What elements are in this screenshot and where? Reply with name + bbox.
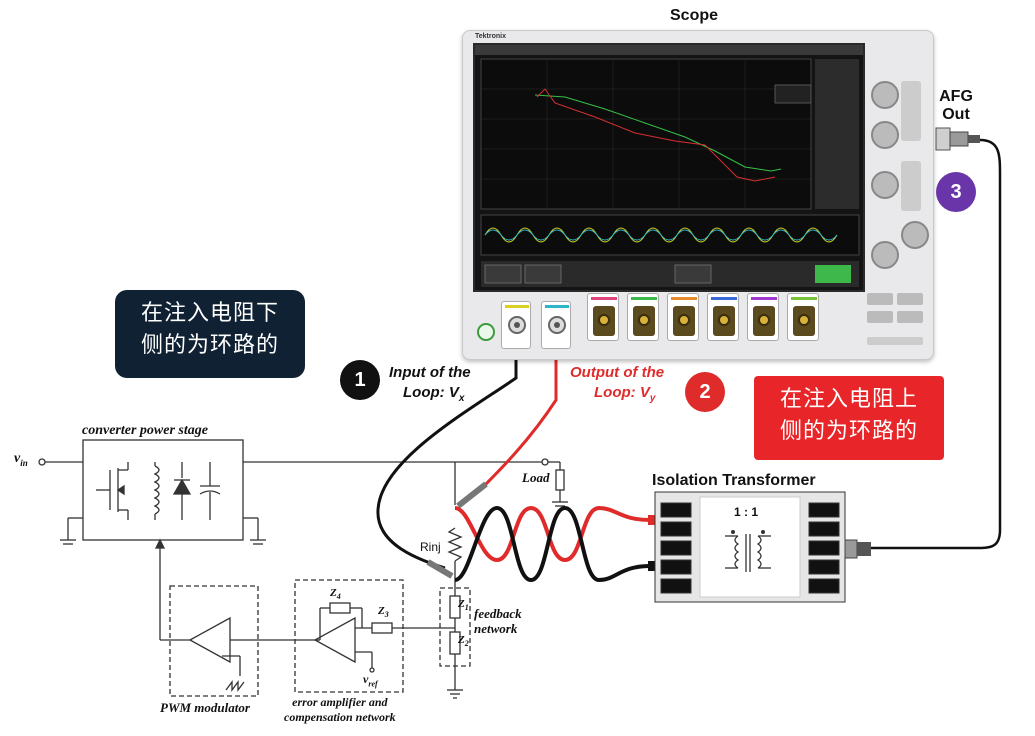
badge-1: 1 xyxy=(340,360,380,400)
oscilloscope: Tektronix xyxy=(462,30,934,360)
channel-5-input[interactable] xyxy=(667,293,699,341)
twisted-pair xyxy=(454,505,651,583)
afg-out-label: AFG Out xyxy=(939,88,973,123)
scope-front-buttons[interactable] xyxy=(867,293,927,353)
output-loop-label: Output of the Loop: Vy xyxy=(570,363,664,409)
phase-trace xyxy=(536,88,776,182)
power-stage-label: converter power stage xyxy=(82,423,208,438)
input-loop-line2: Loop: V xyxy=(403,384,459,401)
badge-3: 3 xyxy=(936,172,976,212)
power-button[interactable] xyxy=(477,323,495,341)
isolation-transformer xyxy=(654,491,846,603)
scope-controls[interactable] xyxy=(867,41,929,281)
channel-1-input[interactable] xyxy=(501,301,531,349)
channel-3-input[interactable] xyxy=(587,293,619,341)
control-path xyxy=(154,538,455,697)
vin-label: vin xyxy=(14,451,28,468)
input-loop-sub: x xyxy=(458,393,465,404)
scope-title: Scope xyxy=(670,7,719,24)
scope-brand: Tektronix xyxy=(475,33,506,40)
isolation-transformer-title: Isolation Transformer xyxy=(652,472,816,489)
transformer-bnc-connector xyxy=(844,539,871,559)
feedback-network xyxy=(439,462,471,699)
input-loop-line1: Input of the xyxy=(389,364,471,381)
channel-6-input[interactable] xyxy=(707,293,739,341)
probe-red-wire xyxy=(478,330,558,492)
feedback-network-label: feedback network xyxy=(474,606,522,636)
output-loop-sub: y xyxy=(649,393,656,404)
output-loop-line1: Output of the xyxy=(570,364,665,381)
note-lower-side: 在注入电阻下 侧的为环路的 xyxy=(115,290,305,378)
probe-black-tip xyxy=(426,559,454,579)
channel-8-input[interactable] xyxy=(787,293,819,341)
z3-label: Z3 xyxy=(378,605,389,620)
power-stage-box xyxy=(60,439,266,545)
error-amp-label: error amplifier and compensation network xyxy=(284,695,396,724)
vin-line xyxy=(38,458,568,511)
probe-red-tip xyxy=(456,481,488,509)
note-upper-side: 在注入电阻上 侧的为环路的 xyxy=(754,376,944,460)
channel-7-input[interactable] xyxy=(747,293,779,341)
channel-4-input[interactable] xyxy=(627,293,659,341)
probe-black-wire xyxy=(376,330,518,570)
turns-ratio-label: 1 : 1 xyxy=(734,505,759,519)
load-label: Load xyxy=(522,470,550,485)
gain-trace xyxy=(534,94,782,172)
afg-cable xyxy=(870,138,1002,550)
afg-connector xyxy=(935,127,980,151)
channel-2-input[interactable] xyxy=(541,301,571,349)
z4-label: Z4 xyxy=(330,587,341,602)
bode-plot xyxy=(475,45,863,287)
pwm-modulator-label: PWM modulator xyxy=(160,700,250,715)
input-loop-label: Input of the Loop: Vx xyxy=(389,363,471,409)
scope-screen[interactable] xyxy=(473,43,865,292)
output-loop-line2: Loop: V xyxy=(594,384,650,401)
badge-2: 2 xyxy=(685,372,725,412)
z2-label: Z2 xyxy=(458,634,469,649)
rinj-label: Rinj xyxy=(420,540,441,554)
z1-label: Z1 xyxy=(458,598,469,613)
vref-label: vref xyxy=(363,672,378,689)
